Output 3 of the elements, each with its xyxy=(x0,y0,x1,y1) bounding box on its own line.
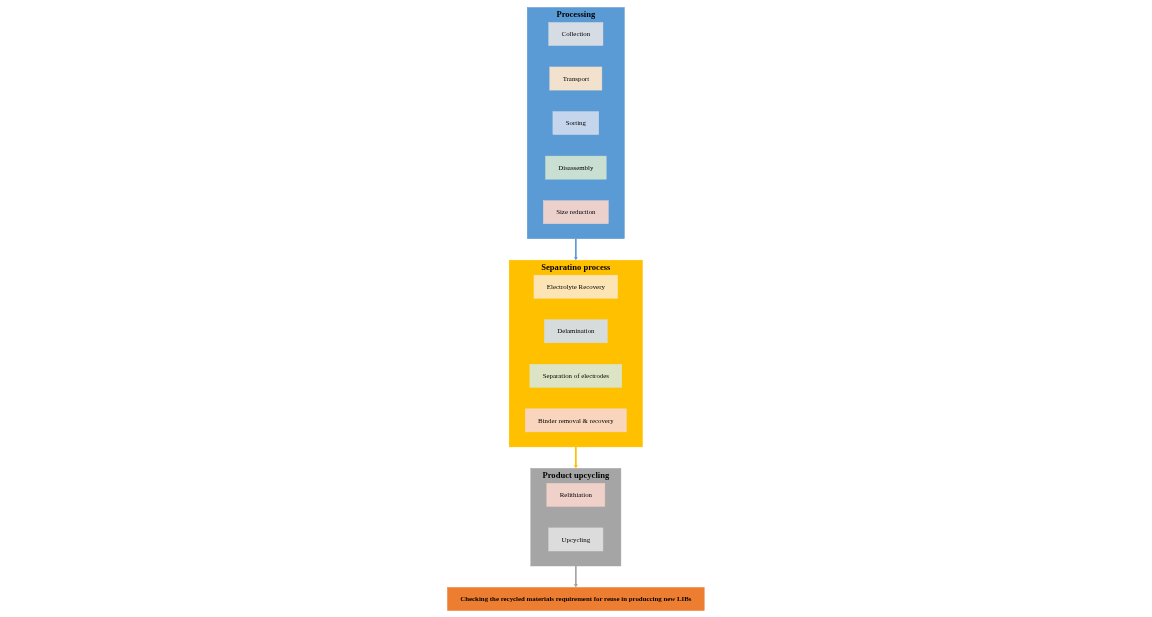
arrow xyxy=(574,445,578,468)
arrow xyxy=(574,237,578,260)
arrow xyxy=(574,564,578,588)
